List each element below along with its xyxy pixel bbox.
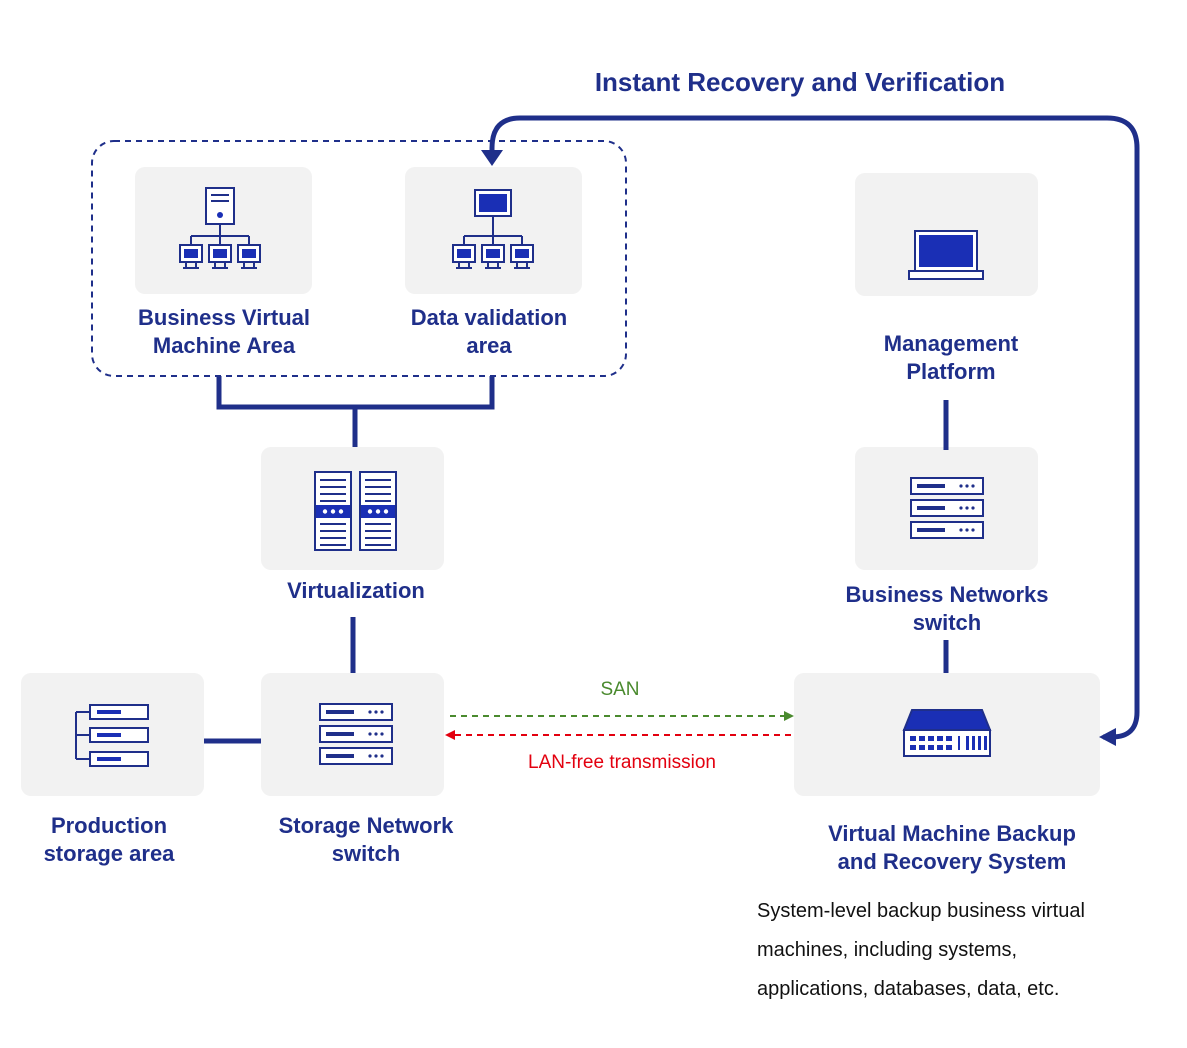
- network-switch-icon: [910, 477, 984, 539]
- label-management-platform: Management Platform: [883, 331, 1019, 384]
- label-data-validation-area: Data validation area: [410, 305, 568, 358]
- node-bg-business-vm: [135, 167, 312, 294]
- label-business-vm-area: Business Virtual Machine Area: [138, 305, 310, 358]
- vm-group-box: [91, 140, 627, 377]
- network-tree-monitor-icon: [452, 189, 534, 269]
- instant-recovery-arrow: [489, 115, 1140, 740]
- instant-recovery-arrowhead-top: [481, 150, 503, 166]
- backup-description: System-level backup business virtual mac…: [757, 900, 1085, 1000]
- label-virtualization: Virtualization: [287, 578, 425, 603]
- label-san: SAN: [600, 679, 640, 700]
- instant-recovery-arrowhead-right: [1099, 728, 1116, 746]
- lan-free-arrowhead: [445, 730, 455, 740]
- connector-lines: [204, 376, 949, 744]
- label-production-storage-area: Production storage area: [43, 813, 175, 866]
- label-lan-free-transmission: LAN-free transmission: [528, 752, 716, 773]
- label-backup-recovery-system: Virtual Machine Backup and Recovery Syst…: [828, 821, 1076, 874]
- diagram-title: Instant Recovery and Verification: [594, 67, 1006, 97]
- backup-appliance-icon: [902, 709, 992, 757]
- label-storage-network-switch: Storage Network switch: [278, 813, 454, 866]
- network-switch-icon: [319, 703, 393, 765]
- network-tree-server-icon: [179, 187, 261, 269]
- node-bg-virtualization: [261, 447, 444, 570]
- laptop-icon: [908, 230, 984, 280]
- storage-tree-icon: [75, 704, 149, 767]
- server-rack-icon: [314, 471, 397, 551]
- label-business-networks-switch: Business Networks switch: [845, 582, 1049, 635]
- san-arrowhead: [784, 711, 794, 721]
